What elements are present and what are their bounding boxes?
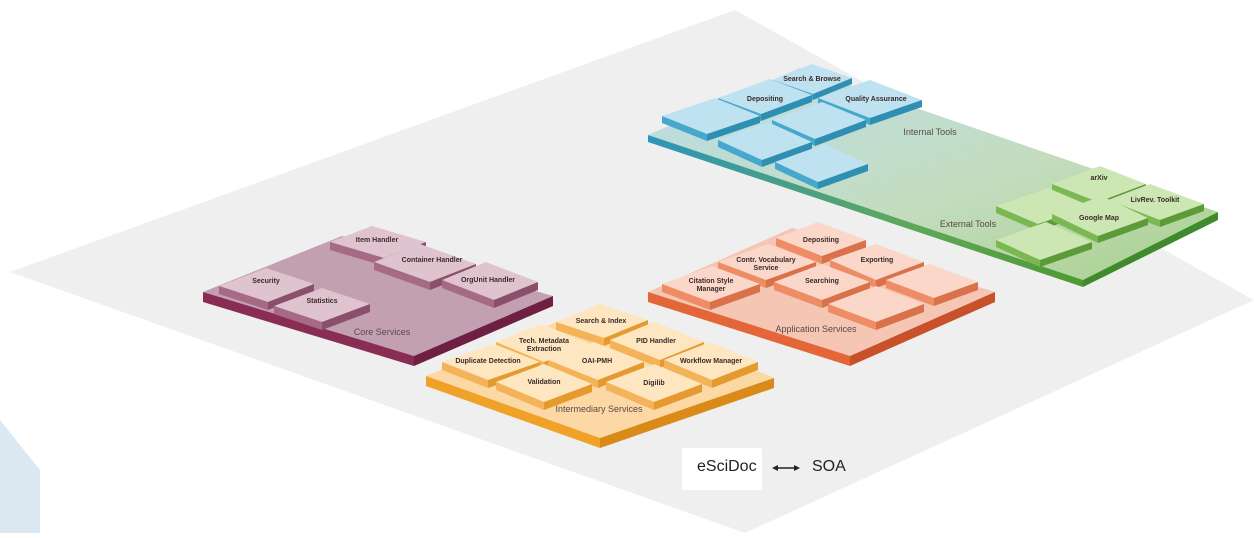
- tile-label-citation-style-manager: Manager: [697, 286, 726, 293]
- tile-label-digilib: Digilib: [643, 380, 664, 387]
- tile-security: [219, 268, 314, 310]
- platform-label-external: External Tools: [940, 219, 997, 229]
- platform-label-application: Application Services: [775, 324, 857, 334]
- tile-app-blank-2: [828, 286, 924, 330]
- tile-citation-style: [662, 266, 760, 310]
- tile-label-item-handler: Item Handler: [356, 237, 399, 244]
- external-tools-tiles: [996, 166, 1204, 267]
- tile-label-pid-handler: PID Handler: [636, 338, 676, 345]
- tile-label-depositing-internal: Depositing: [747, 96, 783, 103]
- intermediary-services-tiles: [442, 304, 758, 410]
- tile-internal-blank-4: [775, 144, 868, 189]
- tile-label-duplicate-detection: Duplicate Detection: [455, 358, 520, 365]
- platform-label-intermediary: Intermediary Services: [555, 404, 643, 414]
- tile-validation: [496, 364, 592, 410]
- tile-orgunit-handler: [442, 262, 538, 308]
- legend-soa: SOA: [812, 458, 846, 475]
- background-tint: [0, 420, 40, 533]
- tile-digilib: [606, 364, 702, 410]
- core-services-tiles: [219, 226, 538, 330]
- tile-app-blank-1: [886, 264, 978, 306]
- tile-label-google-map: Google Map: [1079, 215, 1119, 222]
- legend-escidoc: eSciDoc: [697, 458, 757, 475]
- tile-searching: [774, 264, 870, 308]
- tile-label-search-index: Search & Index: [576, 318, 627, 325]
- core-services-platform: [203, 236, 553, 366]
- tile-label-workflow-manager: Workflow Manager: [680, 358, 742, 365]
- tile-label-contr-vocabulary: Contr. Vocabulary: [736, 257, 795, 264]
- tile-label-citation-style: Citation Style: [689, 278, 734, 285]
- tile-label-arxiv: arXiv: [1090, 175, 1107, 182]
- tile-label-livrev-toolkit: LivRev. Toolkit: [1131, 197, 1180, 204]
- internal-tools-tiles: [662, 64, 922, 189]
- tile-label-validation: Validation: [527, 379, 560, 386]
- tile-label-quality-assurance: Quality Assurance: [845, 96, 906, 103]
- tile-label-depositing-app: Depositing: [803, 237, 839, 244]
- tile-label-search-browse: Search & Browse: [783, 76, 841, 83]
- application-services-tiles: [662, 222, 978, 330]
- tile-label-contr-vocabulary-service: Service: [754, 265, 779, 272]
- tile-label-oai-pmh: OAI-PMH: [582, 358, 612, 365]
- tile-workflow-manager: [664, 342, 758, 388]
- tile-label-container-handler: Container Handler: [402, 257, 463, 264]
- tile-label-exporting: Exporting: [861, 257, 894, 264]
- tile-statistics: [274, 288, 370, 330]
- legend-box: [682, 448, 762, 490]
- tile-external-blank-2: [996, 222, 1092, 267]
- tile-label-statistics: Statistics: [306, 298, 337, 305]
- tile-internal-blank-3: [718, 122, 812, 167]
- tile-label-orgunit-handler: OrgUnit Handler: [461, 277, 515, 284]
- platform-label-core: Core Services: [354, 327, 411, 337]
- tile-internal-blank-1: [662, 98, 760, 141]
- tile-label-tech-metadata: Tech. Metadata: [519, 338, 569, 345]
- tile-depositing-app: [776, 222, 866, 264]
- tile-google-map: [1052, 196, 1148, 243]
- tile-label-tech-metadata-extraction: Extraction: [527, 346, 561, 353]
- tile-label-security: Security: [252, 278, 280, 285]
- platform-label-internal: Internal Tools: [903, 127, 957, 137]
- tile-label-searching: Searching: [805, 278, 839, 285]
- double-arrow-icon: [772, 465, 800, 471]
